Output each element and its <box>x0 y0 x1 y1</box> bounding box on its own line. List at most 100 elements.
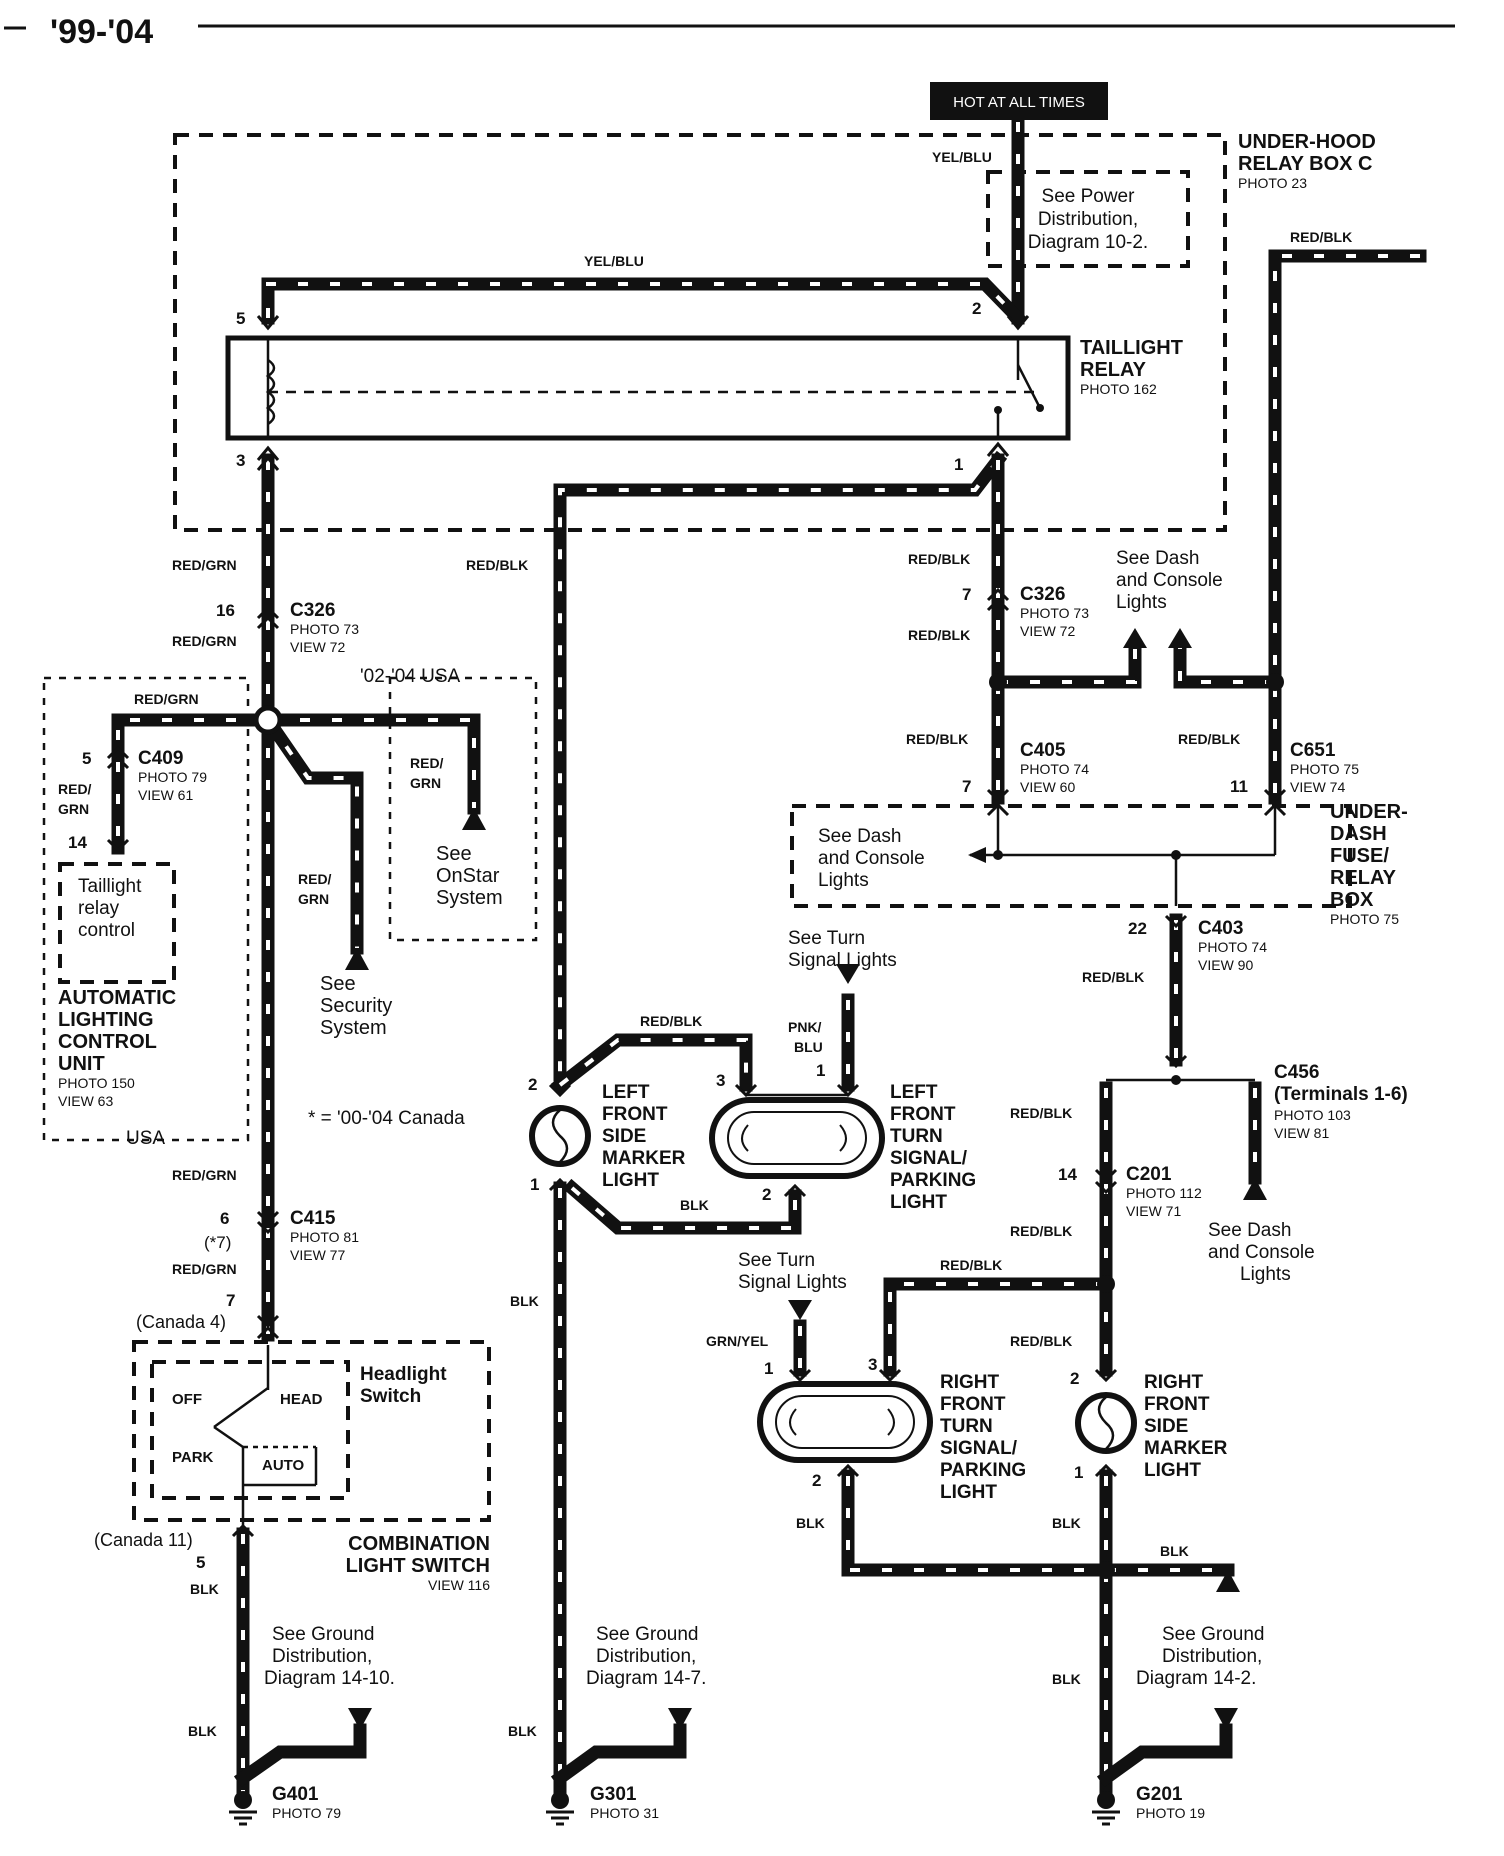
lf-turn-light <box>709 1097 885 1179</box>
g201-name: G201 <box>1136 1784 1183 1805</box>
c456-photo: PHOTO 103 <box>1274 1107 1351 1123</box>
c651-photo: PHOTO 75 <box>1290 761 1359 777</box>
wire-label-redblk-r2: RED/BLK <box>908 627 970 643</box>
lf-turn-pin-2: 2 <box>762 1185 771 1204</box>
dash-ref-top-1: See Dash <box>1116 548 1199 569</box>
relay-box-c-line1: UNDER-HOOD <box>1238 131 1376 153</box>
underdash-l4: RELAY <box>1330 867 1397 889</box>
canada-11: (Canada 11) <box>94 1530 193 1550</box>
combination-switch-view: VIEW 116 <box>428 1577 490 1593</box>
ground-14-2-1: See Ground <box>1162 1624 1264 1645</box>
connector-marks <box>106 315 1287 1538</box>
rf-side-l1: RIGHT <box>1144 1372 1204 1393</box>
c326-view-right: VIEW 72 <box>1020 623 1075 639</box>
dash-ref-mid-1: See Dash <box>818 826 901 847</box>
lf-turn-l1: LEFT <box>890 1082 938 1103</box>
rf-turn-light <box>757 1381 933 1463</box>
g301-photo: PHOTO 31 <box>590 1805 659 1821</box>
hot-label: HOT AT ALL TIMES <box>953 94 1085 111</box>
ground-14-7-2: Distribution, <box>596 1646 696 1667</box>
ground-14-7-3: Diagram 14-7. <box>586 1668 706 1689</box>
combination-switch-outline <box>132 1340 491 1522</box>
c326-photo-left: PHOTO 73 <box>290 621 359 637</box>
lf-side-l4: MARKER <box>602 1148 686 1169</box>
headlight-switch-title-1: Headlight <box>360 1364 447 1385</box>
wire-label-blk-g301: BLK <box>508 1723 537 1739</box>
switch-pin-7: 7 <box>226 1291 235 1310</box>
wire-label-redblk-left: RED/BLK <box>466 557 528 573</box>
wire-label-redblk-r4: RED/BLK <box>1178 731 1240 747</box>
underdash-l2: DASH <box>1330 823 1387 845</box>
security-ref-3: System <box>320 1017 387 1039</box>
alcu-name-1: AUTOMATIC <box>58 987 176 1009</box>
ground-14-2-2: Distribution, <box>1162 1646 1262 1667</box>
relay-box-c-line2: RELAY BOX C <box>1238 153 1372 175</box>
c651-pin-11: 11 <box>1230 777 1248 796</box>
taillight-relay-line1: TAILLIGHT <box>1080 337 1183 359</box>
relay-pin-1: 1 <box>954 455 963 474</box>
alcu-box <box>58 862 176 984</box>
relay-pin-2: 2 <box>972 299 981 318</box>
rf-turn-l3: TURN <box>940 1416 993 1437</box>
usa-label: USA <box>126 1128 165 1149</box>
wire-label-yelblu-2: YEL/BLU <box>584 253 644 269</box>
power-distribution-box <box>986 170 1190 268</box>
wire-label-redblk-lf: RED/BLK <box>640 1013 702 1029</box>
wire-label-blk-rf-side: BLK <box>1052 1515 1081 1531</box>
ground-14-2-3: Diagram 14-2. <box>1136 1668 1256 1689</box>
lf-turn-l2: FRONT <box>890 1104 956 1125</box>
rf-turn-pin-1: 1 <box>764 1359 773 1378</box>
c409-view: VIEW 61 <box>138 787 193 803</box>
turn-signal-arrow-left <box>836 964 860 984</box>
underdash-l3: FUSE/ <box>1330 845 1389 867</box>
c326-name-left: C326 <box>290 600 335 621</box>
combination-switch-name-1: COMBINATION <box>348 1533 490 1555</box>
c326-name-right: C326 <box>1020 584 1065 605</box>
lf-turn-pin-3: 3 <box>716 1071 725 1090</box>
canada-4: (Canada 4) <box>136 1312 226 1332</box>
dash-ref-bot-3: Lights <box>1240 1264 1291 1285</box>
security-ref-2: Security <box>320 995 392 1017</box>
rf-side-l4: MARKER <box>1144 1438 1228 1459</box>
canada-note: * = '00-'04 Canada <box>308 1108 465 1129</box>
rf-turn-l5: PARKING <box>940 1460 1026 1481</box>
wire-label-grnyel: GRN/YEL <box>706 1333 769 1349</box>
c405-pin-7: 7 <box>962 777 971 796</box>
wire-label-yelblu-1: YEL/BLU <box>932 149 992 165</box>
switch-auto: AUTO <box>262 1457 305 1474</box>
wire-label-redgrn-5: RED/GRN <box>172 1261 237 1277</box>
wire-label-blk-rf-right: BLK <box>1160 1543 1189 1559</box>
turn-ref-left-1: See Turn <box>788 928 865 949</box>
lf-turn-l5: PARKING <box>890 1170 976 1191</box>
wire-label-redgrn-sec-2: GRN <box>298 891 329 907</box>
c403-name: C403 <box>1198 918 1243 939</box>
relay-internals <box>265 340 1044 438</box>
c651-name: C651 <box>1290 740 1336 761</box>
lf-turn-l6: LIGHT <box>890 1192 947 1213</box>
rf-side-pin-2: 2 <box>1070 1369 1079 1388</box>
taillight-relay-photo: PHOTO 162 <box>1080 381 1157 397</box>
wire-label-redblk-c456: RED/BLK <box>1010 1105 1072 1121</box>
c405-view: VIEW 60 <box>1020 779 1075 795</box>
c456-sub: (Terminals 1-6) <box>1274 1084 1408 1105</box>
rf-side-l2: FRONT <box>1144 1394 1210 1415</box>
hot-label-box <box>930 82 1108 120</box>
underdash-box-outline <box>790 804 1352 908</box>
underhood-relay-box-outline <box>173 133 1227 532</box>
rf-side-l5: LIGHT <box>1144 1460 1201 1481</box>
c201-view: VIEW 71 <box>1126 1203 1181 1219</box>
alcu-photo: PHOTO 150 <box>58 1075 135 1091</box>
usa-0204-outline <box>388 676 538 942</box>
wire-label-redgrn-sec-1: RED/ <box>298 871 332 887</box>
wire-label-redgrn-alcu-1: RED/ <box>58 781 92 797</box>
up-arrow-dash-1 <box>1123 628 1147 648</box>
lf-side-l1: LEFT <box>602 1082 650 1103</box>
alcu-box-1: Taillight <box>78 876 142 897</box>
ground-14-2-terminal <box>1216 1570 1240 1592</box>
dash-ref-top-2: and Console <box>1116 570 1223 591</box>
c326-pin-7: 7 <box>962 585 971 604</box>
c409-photo: PHOTO 79 <box>138 769 207 785</box>
wire-label-pnkblu-1: PNK/ <box>788 1019 822 1035</box>
alcu-name-2: LIGHTING <box>58 1009 154 1031</box>
wire-label-redgrn-1: RED/GRN <box>172 557 237 573</box>
